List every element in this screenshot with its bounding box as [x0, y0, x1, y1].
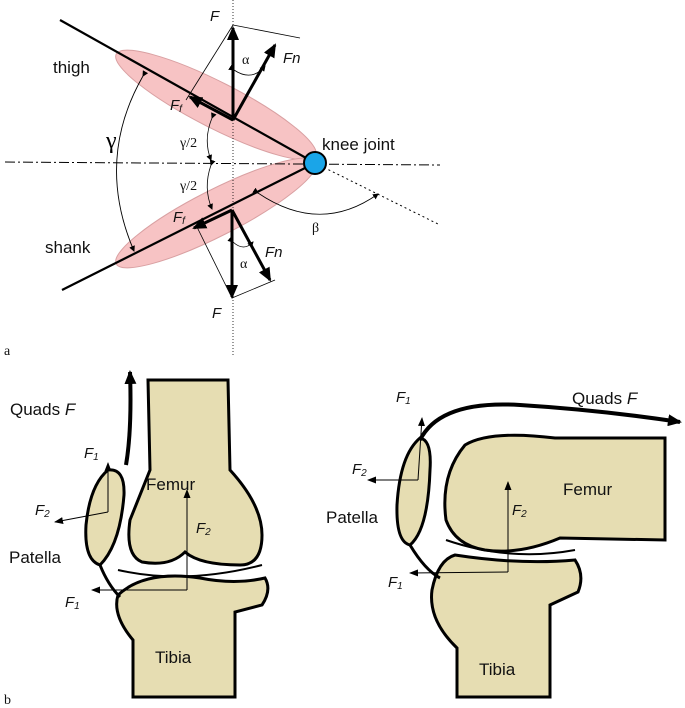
alpha-upper-label: α [242, 53, 250, 68]
F1-patella-label-extended: F1 [84, 445, 99, 463]
upper-Ff-label: Ff [170, 97, 183, 115]
thigh-axis-line [59, 19, 316, 164]
quads-tendon-flexed [418, 402, 682, 441]
half-gamma-lower-label: γ/2 [179, 179, 197, 194]
F2-femur-label-extended: F2 [196, 520, 211, 538]
half-gamma-upper-label: γ/2 [179, 136, 197, 151]
lower-Ff-arrow [192, 208, 233, 230]
horizontal-axis-line [4, 161, 441, 166]
F2-femur-label-flexed: F2 [512, 502, 527, 520]
beta-label: β [312, 221, 319, 236]
shank-extension-line [314, 162, 441, 226]
panel-a-diagram: thigh shank knee joint γ γ/2 γ/2 α α β F… [4, 0, 441, 359]
shank-axis-line [61, 162, 316, 291]
femur-shape-extended [127, 378, 264, 567]
alpha-lower-label: α [240, 257, 248, 272]
panel-b-extended-knee: Quads F Femur Tibia Patella F1 F2 F2 F1 [9, 370, 270, 699]
F1-patella-label-flexed: F1 [396, 389, 411, 407]
F1-tibia-label-extended: F1 [65, 594, 80, 612]
quads-label-extended: Quads F [10, 400, 77, 419]
panel-a-label: a [4, 344, 11, 359]
quads-tendon-extended [124, 370, 137, 466]
F2-patella-label-flexed: F2 [352, 461, 367, 479]
tibia-label-extended: Tibia [155, 648, 192, 667]
thigh-label: thigh [53, 58, 90, 77]
upper-F-label: F [210, 8, 220, 25]
gamma-arc [116, 70, 149, 252]
upper-Fn-arrow [231, 43, 277, 121]
patella-shape-extended [84, 468, 126, 567]
femur-label-flexed: Femur [563, 480, 612, 499]
panel-b-flexed-knee: Quads F Femur Tibia Patella F1 F2 F2 F1 [326, 389, 682, 699]
knee-joint-circle [303, 151, 327, 175]
tibia-shape-extended [115, 574, 270, 699]
shank-label: shank [45, 238, 91, 257]
lower-Fn-label: Fn [265, 244, 283, 261]
lower-F-label: F [212, 305, 222, 322]
quads-label-flexed: Quads F [572, 389, 639, 408]
F2-patella-label-extended: F2 [35, 502, 50, 520]
femur-shape-flexed [443, 433, 667, 553]
gamma-label: γ [105, 128, 117, 154]
patella-label-flexed: Patella [326, 508, 379, 527]
patella-shape-flexed [395, 436, 432, 547]
panel-b-label: b [4, 693, 11, 708]
upper-Ff-arrow [188, 95, 234, 122]
tibia-shape-flexed [430, 553, 583, 699]
knee-joint-label: knee joint [322, 135, 395, 154]
lower-Ff-label: Ff [173, 209, 186, 227]
tibia-label-flexed: Tibia [479, 660, 516, 679]
upper-Fn-label: Fn [283, 50, 301, 67]
patella-label-extended: Patella [9, 548, 62, 567]
femur-label-extended: Femur [146, 475, 195, 494]
F1-tibia-label-flexed: F1 [388, 574, 403, 592]
